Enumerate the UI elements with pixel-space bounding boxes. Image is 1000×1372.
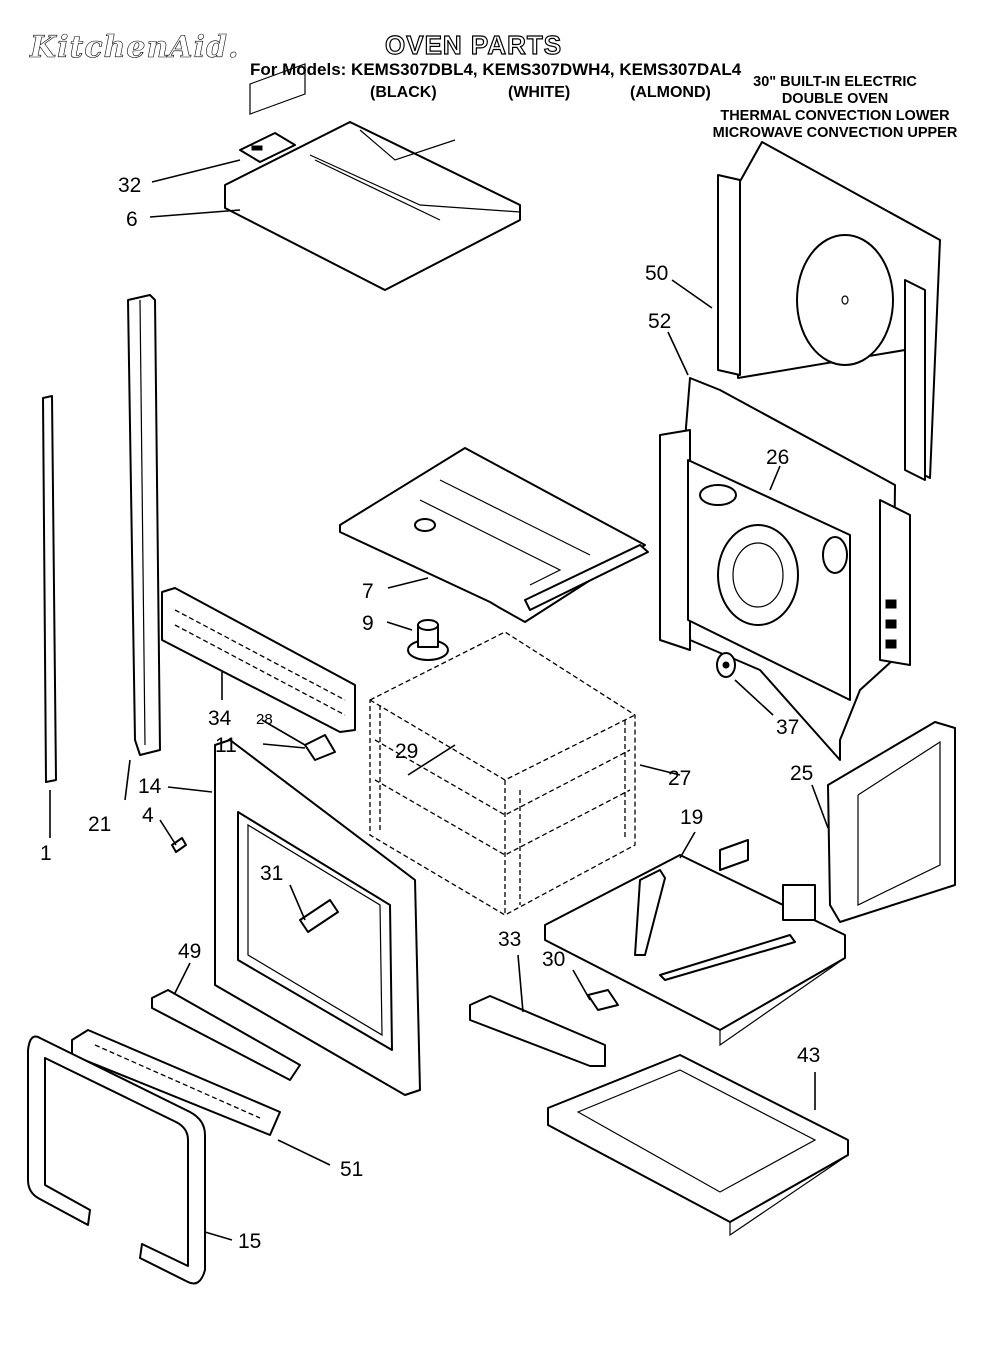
door-gasket-part-15	[27, 1035, 206, 1285]
top-panel-part-6	[224, 63, 521, 291]
description-line-2: DOUBLE OVEN	[781, 91, 889, 107]
side-panel-part-25	[827, 721, 956, 923]
description-line-1: 30" BUILT-IN ELECTRIC	[753, 74, 917, 90]
label-part-31: 31	[260, 862, 283, 885]
page-title: OVEN PARTS	[384, 29, 563, 60]
color-white: (WHITE)	[508, 84, 571, 101]
description-line-4: MICROWAVE CONVECTION UPPER	[712, 125, 958, 141]
top-shield-part-7	[339, 447, 649, 623]
label-part-37: 37	[776, 716, 799, 739]
trim-part-51	[71, 1029, 281, 1136]
label-part-14: 14	[138, 775, 162, 798]
trim-part-49	[151, 989, 301, 1081]
label-part-30: 30	[542, 948, 565, 971]
sensor-part-37	[716, 652, 736, 678]
label-part-9: 9	[362, 612, 374, 635]
oven-cavity-part-27	[369, 631, 636, 916]
motor-part-9	[407, 619, 449, 661]
label-part-28: 28	[256, 711, 273, 728]
trim-strip-part-1	[42, 395, 57, 783]
label-part-11: 11	[215, 734, 237, 757]
label-part-27: 27	[668, 767, 691, 790]
trim-part-33	[469, 995, 606, 1067]
label-part-34: 34	[208, 707, 232, 730]
bottom-panel-part-19	[544, 839, 846, 1047]
side-trim-part-21	[127, 294, 161, 756]
color-black: (BLACK)	[370, 84, 437, 101]
inner-back-panel-part-52	[659, 377, 911, 761]
label-part-49: 49	[178, 940, 201, 963]
latch-part-31	[299, 899, 339, 933]
label-part-19: 19	[680, 806, 703, 829]
label-part-25: 25	[790, 762, 813, 785]
leader-lines	[49, 159, 829, 1241]
models-line: For Models: KEMS307DBL4, KEMS307DWH4, KE…	[250, 60, 742, 79]
label-part-43: 43	[797, 1044, 820, 1067]
label-part-52: 52	[648, 310, 671, 333]
rear-panel-part-50	[717, 141, 941, 481]
label-part-21: 21	[88, 813, 111, 836]
screw-part-4	[171, 837, 187, 853]
label-part-26: 26	[766, 446, 789, 469]
vent-grille-part-34	[161, 587, 356, 733]
bracket-part-30	[587, 989, 619, 1011]
label-part-32: 32	[118, 174, 141, 197]
label-part-29: 29	[395, 740, 418, 763]
label-part-15: 15	[238, 1230, 261, 1253]
label-part-6: 6	[126, 208, 138, 231]
oven-description: 30" BUILT-IN ELECTRIC DOUBLE OVEN THERMA…	[690, 74, 980, 142]
label-part-33: 33	[498, 928, 521, 951]
switch-part-11	[261, 719, 336, 761]
label-part-51: 51	[340, 1158, 363, 1181]
description-line-3: THERMAL CONVECTION LOWER	[720, 108, 950, 124]
label-part-50: 50	[645, 262, 668, 285]
bottom-tray-part-43	[547, 1054, 849, 1237]
label-part-1: 1	[40, 842, 52, 865]
label-part-4: 4	[142, 804, 154, 827]
brand-logo: KitchenAid.	[30, 30, 240, 66]
label-part-7: 7	[362, 580, 374, 603]
color-almond: (ALMOND)	[630, 84, 711, 101]
